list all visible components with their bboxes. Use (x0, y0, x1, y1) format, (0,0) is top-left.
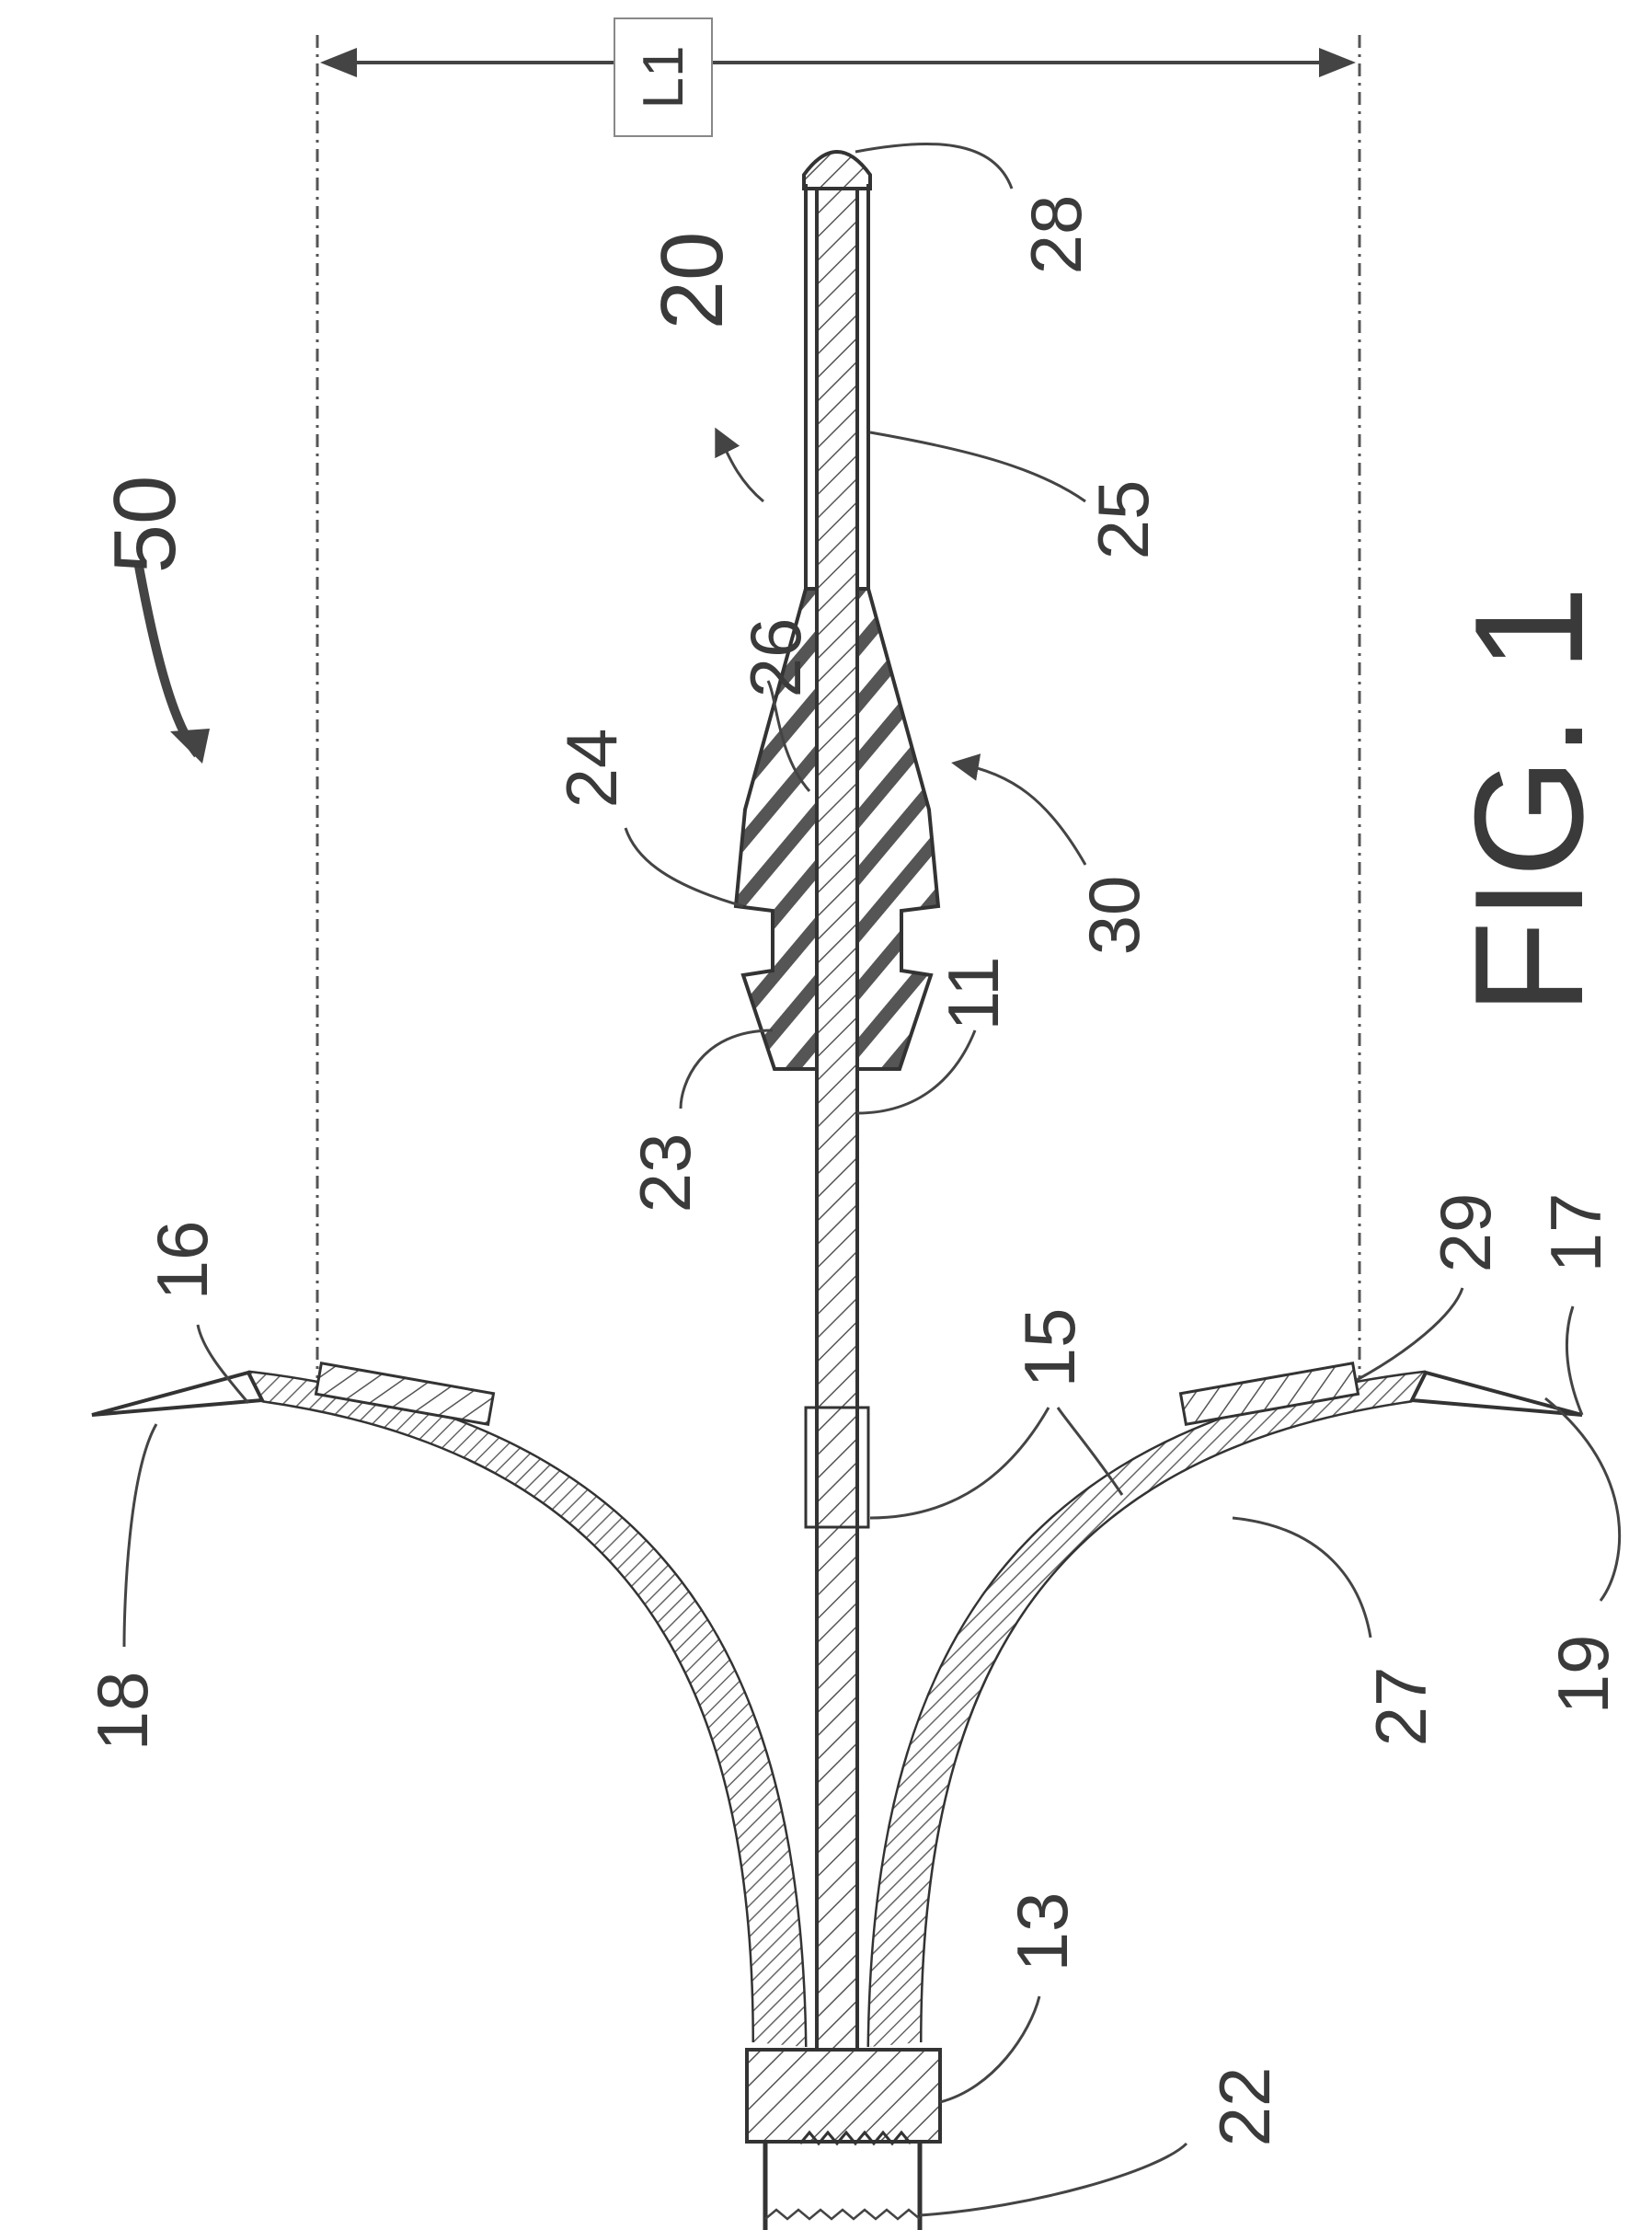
leader-25 (870, 432, 1085, 501)
label-23: 23 (625, 1133, 706, 1213)
label-13: 13 (1002, 1892, 1083, 1972)
leader-50-arrowhead (170, 729, 210, 764)
leader-15-b (1058, 1408, 1122, 1495)
leader-20 (717, 432, 763, 501)
left-prong-tip (92, 1373, 262, 1415)
label-25: 25 (1083, 480, 1164, 560)
label-28: 28 (1015, 195, 1096, 275)
label-24: 24 (551, 729, 632, 809)
label-17: 17 (1535, 1193, 1616, 1273)
leader-23 (681, 1030, 773, 1109)
leader-19 (1545, 1398, 1620, 1601)
leader-22 (920, 2144, 1187, 2215)
left-prong (92, 1363, 805, 2047)
label-11: 11 (933, 957, 1014, 1031)
dimension-arrow-right (1319, 48, 1356, 77)
central-shaft (804, 152, 870, 2107)
label-20: 20 (643, 232, 741, 330)
leader-lines (124, 144, 1620, 2215)
label-26: 26 (735, 618, 816, 698)
leader-17 (1566, 1306, 1582, 1415)
label-22: 22 (1204, 2067, 1285, 2147)
shaft-tip (804, 152, 870, 189)
right-prong-outer (920, 1400, 1412, 2042)
leader-16 (198, 1325, 248, 1403)
label-29: 29 (1425, 1193, 1506, 1273)
hub-bottom-threads (765, 2210, 920, 2219)
left-prong-outer (262, 1400, 754, 2042)
figure-caption: FIG. 1 (1442, 586, 1615, 1016)
leader-15-a (870, 1408, 1049, 1518)
leader-24 (625, 828, 743, 906)
base-hub (747, 2050, 940, 2230)
label-18: 18 (82, 1672, 163, 1752)
leader-13 (940, 1996, 1039, 2102)
left-prong-fill (248, 1373, 805, 2047)
label-19: 19 (1543, 1635, 1623, 1715)
leader-18 (124, 1424, 156, 1647)
leader-27 (1233, 1518, 1371, 1638)
leader-28 (855, 144, 1012, 189)
dimension-arrow-left (320, 48, 357, 77)
label-16: 16 (142, 1221, 223, 1301)
dimension-label: L1 (632, 46, 695, 109)
leader-50-arrow (138, 561, 198, 754)
leader-29 (1357, 1288, 1463, 1380)
shaft-body (817, 166, 857, 2107)
hub-collar (747, 2050, 940, 2142)
label-15: 15 (1009, 1308, 1090, 1388)
label-50: 50 (96, 476, 194, 574)
label-30: 30 (1073, 876, 1154, 956)
right-prong-fill (869, 1373, 1426, 2047)
leader-30 (957, 764, 1085, 865)
right-prong (869, 1363, 1582, 2047)
label-27: 27 (1360, 1667, 1441, 1747)
